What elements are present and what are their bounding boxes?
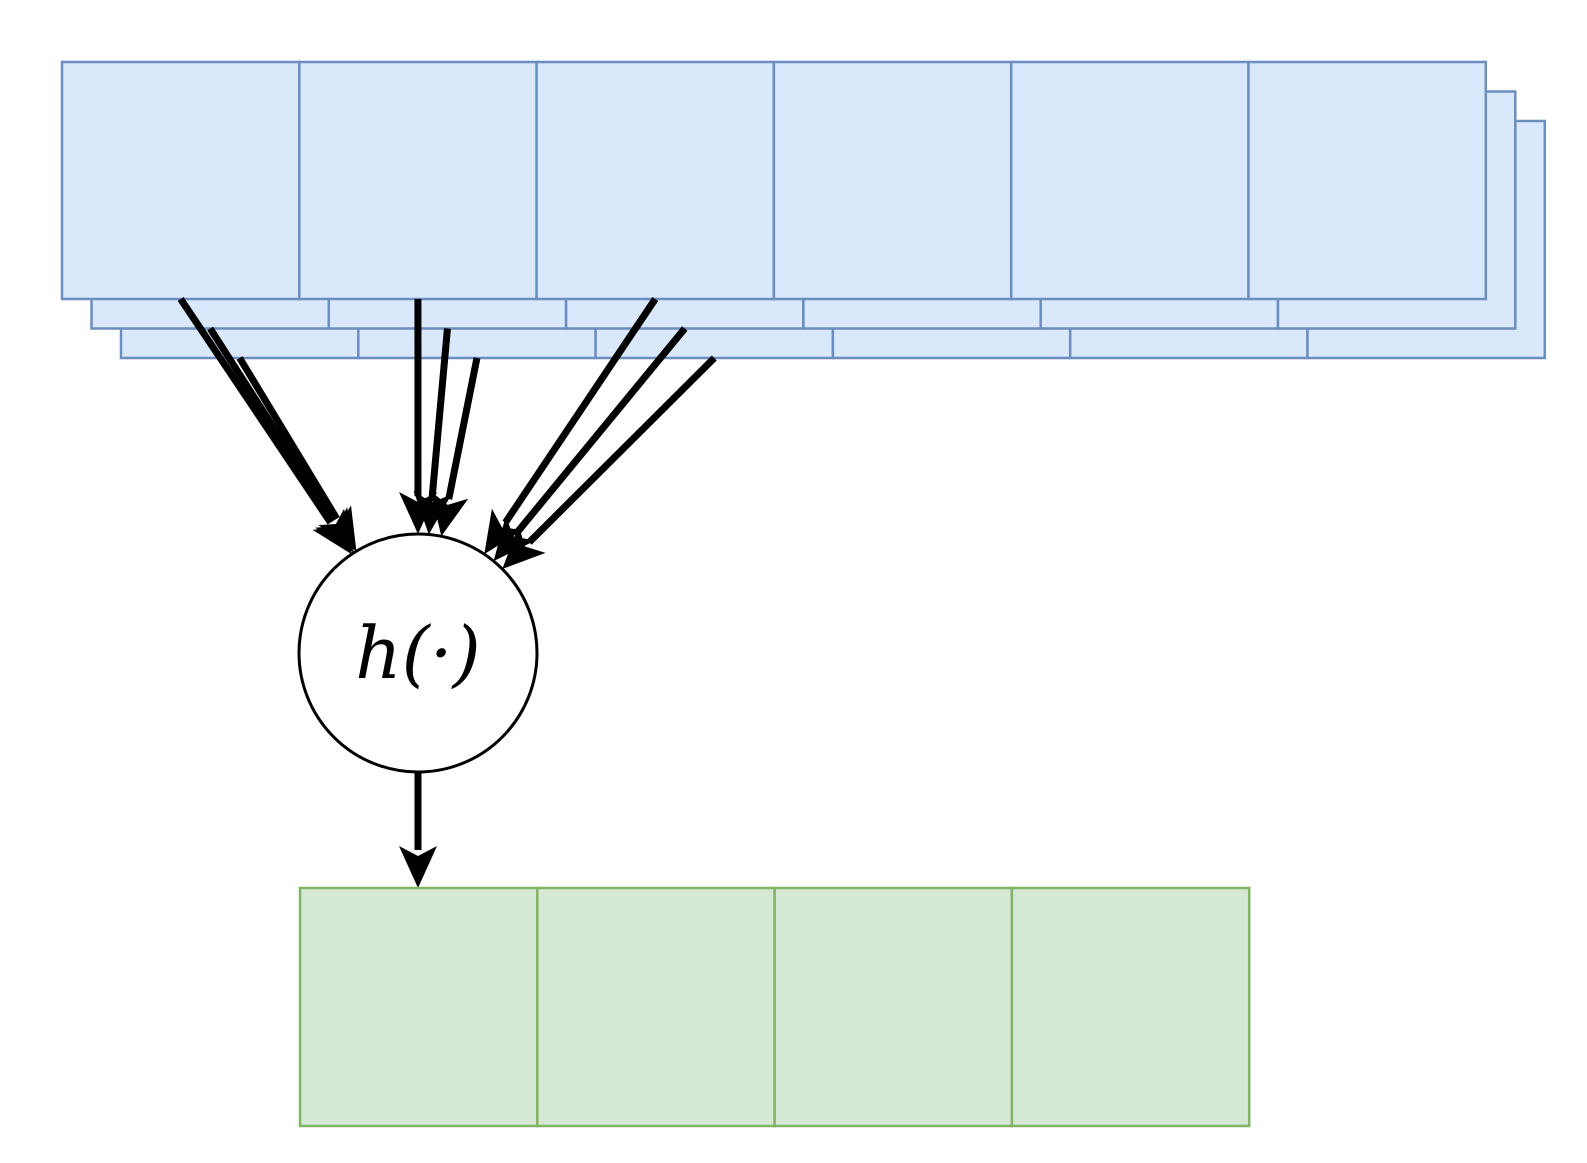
input-edge bbox=[502, 355, 717, 569]
input-edge bbox=[207, 326, 354, 553]
output-cell bbox=[1010, 886, 1251, 1128]
input-layer-1 bbox=[60, 60, 1488, 301]
function-to-output-edge bbox=[399, 772, 437, 888]
arrow-shaft bbox=[502, 297, 659, 525]
output-edge bbox=[399, 772, 437, 888]
output-tensor bbox=[298, 886, 1251, 1128]
input-cell bbox=[60, 60, 301, 301]
arrow-shaft bbox=[526, 355, 717, 545]
arrow-head bbox=[318, 505, 357, 552]
input-to-function-edges bbox=[177, 297, 717, 569]
input-edge bbox=[493, 326, 688, 562]
input-edge bbox=[430, 357, 481, 537]
input-cell bbox=[298, 60, 538, 301]
arrow-shaft bbox=[207, 326, 337, 523]
output-cell bbox=[773, 886, 1014, 1128]
input-cell bbox=[535, 60, 776, 301]
arrow-head bbox=[399, 846, 437, 888]
arrow-head bbox=[502, 525, 546, 569]
output-cell bbox=[536, 886, 776, 1128]
input-cell bbox=[1247, 60, 1488, 301]
input-tensor bbox=[60, 60, 1547, 360]
arrow-shaft bbox=[236, 356, 340, 521]
arrow-head bbox=[430, 491, 469, 537]
input-cell bbox=[1009, 60, 1250, 301]
function-label: h(·) bbox=[355, 611, 480, 695]
arrow-shaft bbox=[514, 326, 688, 534]
arrow-shaft bbox=[177, 297, 334, 525]
input-edge bbox=[236, 356, 357, 552]
function-node-group: h(·) bbox=[297, 532, 539, 774]
input-cell bbox=[772, 60, 1013, 301]
arrow-shaft bbox=[445, 357, 481, 500]
output-cell bbox=[298, 886, 539, 1128]
arrow-shaft bbox=[428, 328, 451, 497]
